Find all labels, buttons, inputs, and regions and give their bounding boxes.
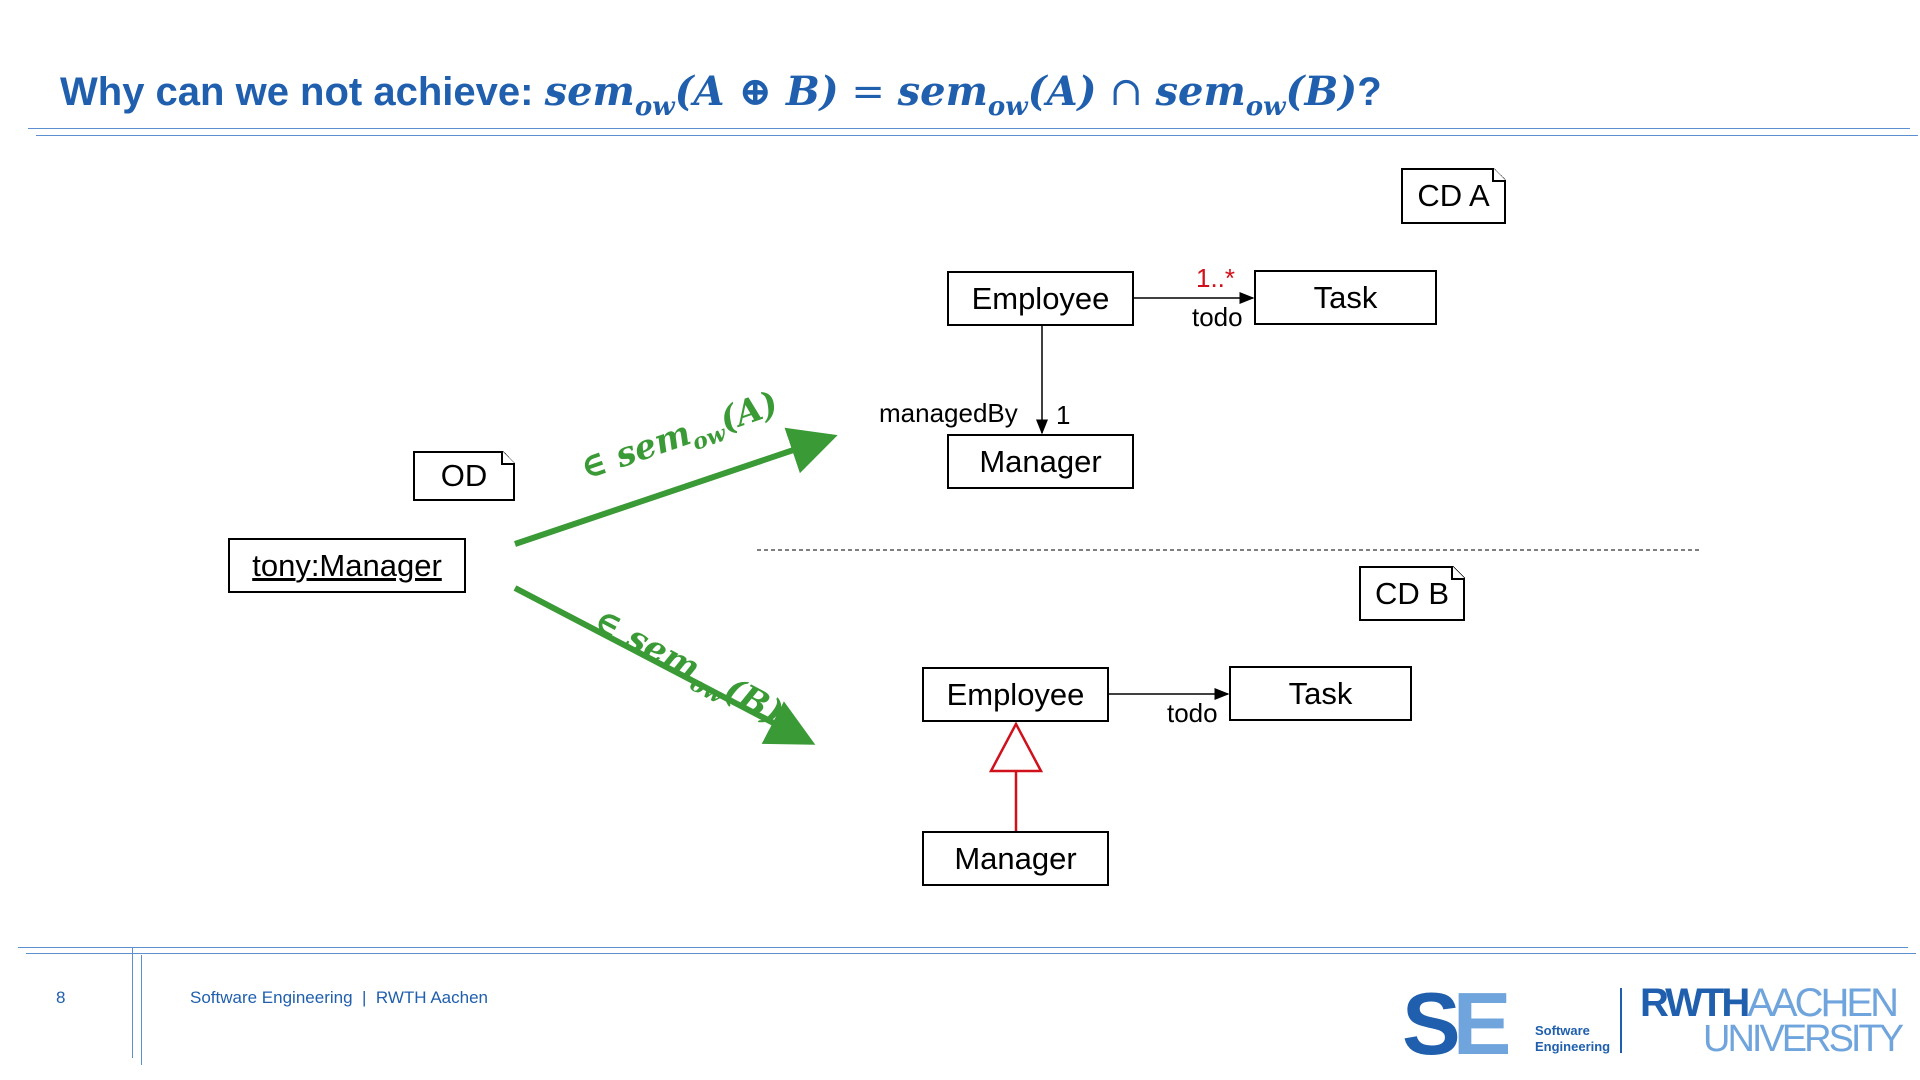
title-formula: semow(A ⊕ B) = semow(A) ∩ semow(B) [544, 68, 1358, 122]
se-logo: SE [1402, 974, 1511, 1073]
cd-b-employee-class: Employee [922, 667, 1109, 722]
title-rule-top [28, 128, 1910, 129]
page-number: 8 [56, 988, 66, 1007]
logo-divider [1620, 988, 1622, 1053]
cd-a-manager-class: Manager [947, 434, 1134, 489]
green-arrow-to-b [513, 585, 816, 745]
od-tag: OD [413, 451, 515, 501]
footer-rule-top [18, 947, 1908, 948]
cd-a-todo-role: todo [1192, 302, 1243, 332]
footer-rule-bottom [26, 953, 1916, 954]
rwth-logo: RWTHAACHEN [1640, 981, 1899, 1025]
cd-b-todo-role: todo [1167, 698, 1218, 728]
cd-a-employee-class: Employee [947, 271, 1134, 326]
green-arrow-to-a [514, 427, 838, 547]
cd-b-manager-class: Manager [922, 831, 1109, 886]
title-rule-bottom [36, 135, 1918, 136]
title-prefix: Why can we not achieve: [60, 70, 545, 114]
footer-divider-2 [141, 955, 142, 1065]
rwth-logo-university: UNIVERSITY [1703, 1018, 1904, 1060]
cd-b-task-class: Task [1229, 666, 1412, 721]
cd-a-todo-multiplicity: 1..* [1196, 263, 1236, 293]
cd-b-tag: CD B [1359, 566, 1465, 621]
object-tony-manager: tony:Manager [228, 538, 466, 593]
footer-divider-1 [132, 948, 133, 1058]
slide-title: Why can we not achieve: semow(A ⊕ B) = s… [60, 68, 1382, 122]
cd-a-task-class: Task [1254, 270, 1437, 325]
footer-text: Software Engineering | RWTH Aachen [190, 988, 488, 1007]
cd-b-inheritance-triangle [988, 721, 1044, 773]
cd-a-managedby-multiplicity: 1 [1056, 400, 1071, 430]
cd-a-tag: CD A [1401, 168, 1506, 224]
title-question: ? [1357, 70, 1382, 114]
cd-a-managedby-role: managedBy [879, 398, 1018, 428]
